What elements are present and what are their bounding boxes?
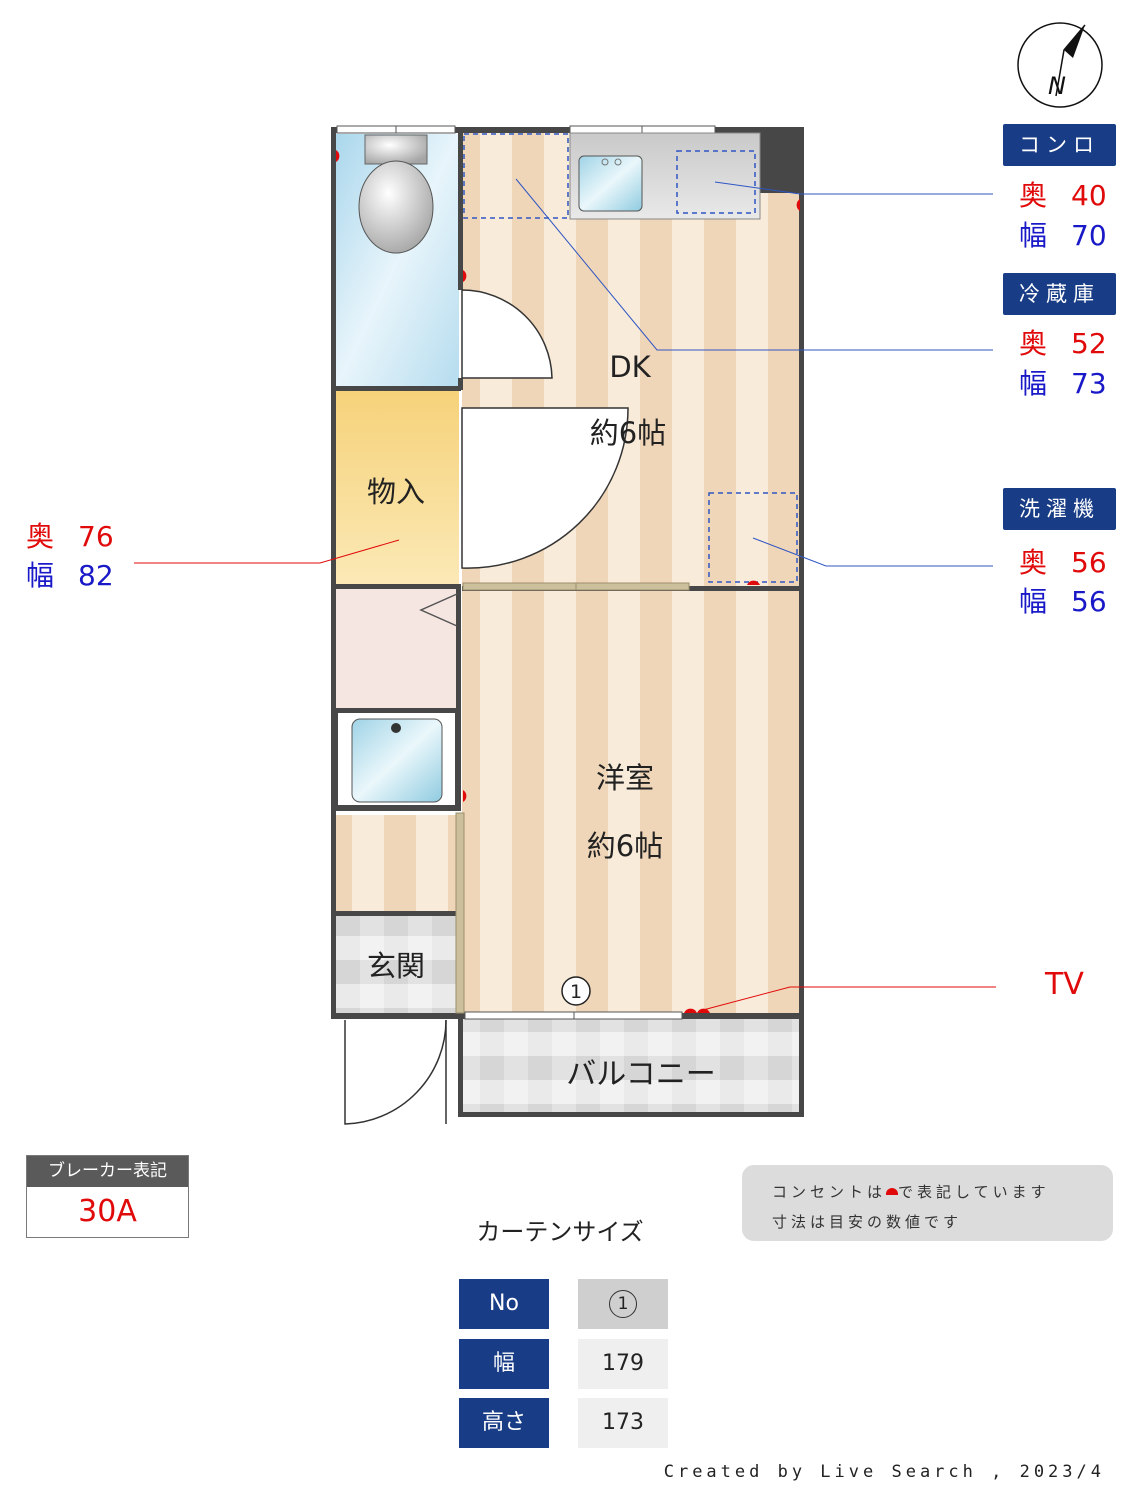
curtain-header-width: 幅	[459, 1339, 549, 1389]
curtain-value-width: 179	[578, 1339, 668, 1389]
breaker-value: 30A	[78, 1194, 137, 1229]
washbasin-fixture	[336, 711, 457, 807]
curtain-title: カーテンサイズ	[476, 1218, 644, 1246]
dk-label: DK	[609, 350, 651, 384]
compass-north: N	[1048, 72, 1066, 100]
door-swings	[344, 289, 629, 1125]
curtain-header-no: No	[459, 1279, 549, 1329]
breaker-box: ブレーカー表記 30A	[26, 1155, 189, 1238]
bedroom-label: 洋室	[596, 761, 654, 795]
tv-label: TV	[1045, 967, 1084, 1002]
entrance-label: 玄関	[367, 949, 425, 983]
curtain-value-no: 1	[578, 1279, 668, 1329]
entrance-floor	[336, 916, 459, 1014]
toilet-fixture	[358, 134, 434, 254]
storage-floor	[336, 390, 459, 586]
curtain-value-height: 173	[578, 1398, 668, 1448]
leader-lines	[515, 178, 993, 567]
credit-text: Created by Live Search , 2023/4	[663, 1462, 1105, 1482]
compass-icon	[1017, 22, 1103, 108]
outlet-icon	[886, 1188, 899, 1195]
balcony-label: バルコニー	[566, 1057, 715, 1092]
breaker-label: ブレーカー表記	[27, 1156, 188, 1187]
note-box: コンセントはで表記しています 寸法は目安の数値です	[742, 1165, 1113, 1241]
windows	[336, 125, 716, 1020]
window-marker: 1	[561, 976, 591, 1006]
balcony-floor	[462, 1018, 800, 1114]
bedroom-size: 約6帖	[587, 829, 663, 863]
fridge-label: 冷蔵庫	[1003, 273, 1116, 315]
note-line2: 寸法は目安の数値です	[772, 1213, 963, 1231]
dk-size: 約6帖	[590, 416, 666, 450]
note-line1: コンセントはで表記しています	[772, 1183, 1050, 1201]
stove-label: コンロ	[1003, 124, 1116, 166]
washroom-floor	[336, 589, 459, 711]
kitchen-counter	[569, 132, 761, 220]
bedroom-floor	[462, 590, 799, 1014]
hall-sliding-door	[455, 812, 465, 1014]
curtain-header-height: 高さ	[459, 1398, 549, 1448]
washer-label: 洗濯機	[1003, 488, 1116, 530]
outlets	[336, 150, 800, 1013]
hall-floor	[336, 815, 459, 913]
storage-label: 物入	[367, 475, 425, 509]
window-number: 1	[570, 981, 582, 1003]
